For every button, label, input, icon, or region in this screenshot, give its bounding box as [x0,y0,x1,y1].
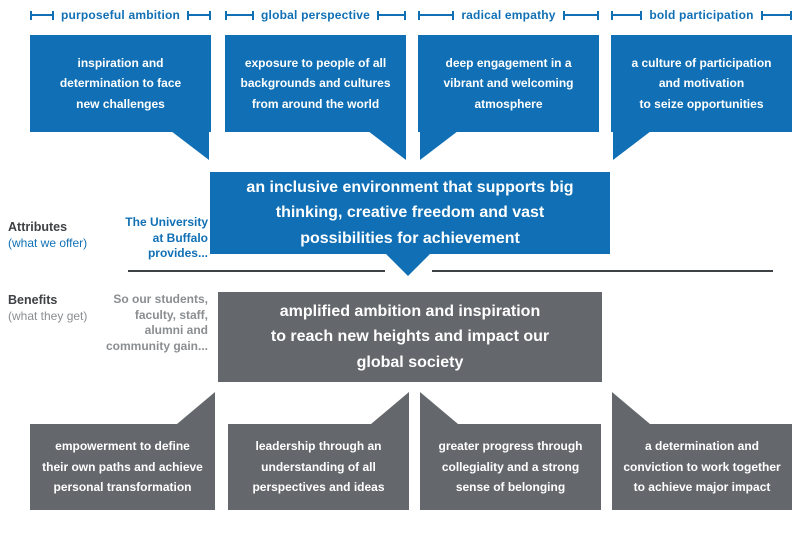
header-rule-left [418,10,455,20]
speech-tail-down [368,131,406,160]
header-rule-right [377,10,407,20]
benefits-subtitle: (what they get) [8,308,88,323]
pillar-header-bold-participation: bold participation [611,8,793,22]
benefit-box-3: greater progress through collegiality an… [420,424,601,510]
tick-mark [209,10,212,20]
attribute-bubble-3: deep engagement in a vibrant and welcomi… [418,35,599,132]
tick-mark [760,10,763,20]
header-rule-right [187,10,212,20]
header-rule-left [30,10,54,20]
pillar-header-label: bold participation [649,8,754,22]
attributes-subtitle: (what we offer) [8,235,88,250]
header-line [420,14,453,16]
tick-mark [562,10,565,20]
tick-mark [611,10,613,20]
tick-mark [252,10,255,20]
tick-mark [404,10,407,20]
benefits-lead-text: So our students, faculty, staff, alumni … [105,292,208,353]
divider-rule-right [432,270,773,272]
speech-tail-up [177,392,215,424]
header-line [189,14,210,16]
pillar-header-purposeful-ambition: purposeful ambition [30,8,212,22]
pillar-header-label: radical empathy [461,8,556,22]
tick-mark [225,10,227,20]
header-line [32,14,52,16]
tick-mark [30,10,32,20]
speech-tail-down [386,254,430,276]
tick-mark [51,10,54,20]
header-line [564,14,597,16]
tick-mark [640,10,643,20]
speech-tail-down [613,131,651,160]
benefits-label: Benefits (what they get) [8,293,87,324]
header-line [762,14,791,16]
pillar-header-label: purposeful ambition [60,8,181,22]
header-line [227,14,253,16]
header-line [613,14,641,16]
tick-mark [377,10,379,20]
benefit-summary-box: amplified ambition and inspiration to re… [218,292,602,382]
speech-tail-up [612,392,650,424]
speech-tail-up [371,392,409,424]
header-rule-right [562,10,599,20]
speech-tail-up [420,392,458,424]
benefits-title: Benefits [8,293,58,307]
pillar-header-label: global perspective [261,8,370,22]
attribute-bubble-2: exposure to people of all backgrounds an… [225,35,406,132]
tick-mark [597,10,599,20]
header-rule-left [611,10,643,20]
attribute-bubble-4: a culture of participation and motivatio… [611,35,792,132]
header-line [379,14,405,16]
attributes-label: Attributes (what we offer) [8,220,87,251]
pillar-header-global-perspective: global perspective [225,8,407,22]
divider-rule-left [128,270,385,272]
attributes-lead-text: The University at Buffalo provides... [125,215,208,261]
tick-mark [418,10,420,20]
tick-mark [452,10,455,20]
speech-tail-down [171,131,209,160]
attribute-summary-box: an inclusive environment that supports b… [210,172,610,254]
speech-tail-down [420,131,458,160]
benefit-box-1: empowerment to define their own paths an… [30,424,215,510]
header-rule-left [225,10,255,20]
pillar-header-radical-empathy: radical empathy [418,8,599,22]
header-rule-right [760,10,793,20]
benefit-box-2: leadership through an understanding of a… [228,424,409,510]
attribute-bubble-1: inspiration and determination to face ne… [30,35,211,132]
benefit-box-4: a determination and conviction to work t… [612,424,792,510]
attributes-title: Attributes [8,220,68,234]
tick-mark [187,10,190,20]
tick-mark [790,10,793,20]
